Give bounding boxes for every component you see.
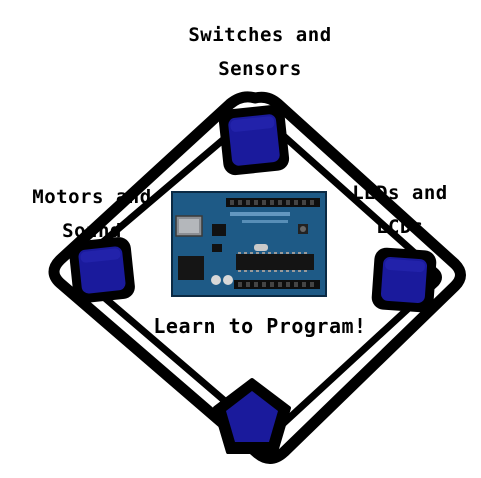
right-button-icon [371, 247, 437, 313]
left-button-icon [69, 237, 135, 303]
label-motors-and-sound: Motors and Sound [2, 180, 182, 248]
label-center-text: Learn to Program! [153, 314, 367, 338]
label-top-line1: Switches and [188, 24, 332, 46]
label-right-line2: LCDs [376, 216, 424, 238]
label-learn-to-program: Learn to Program! [110, 309, 410, 343]
top-button-icon [218, 104, 290, 176]
label-top-line2: Sensors [218, 58, 302, 80]
label-left-line2: Sound [62, 220, 122, 242]
label-switches-and-sensors: Switches and Sensors [150, 18, 370, 86]
label-left-line1: Motors and [32, 186, 152, 208]
label-leds-and-lcds: LEDs and LCDs [320, 176, 480, 244]
bottom-pentagon-button-icon [213, 378, 291, 454]
label-right-line1: LEDs and [352, 182, 448, 204]
arduino-board-photo [171, 191, 327, 297]
